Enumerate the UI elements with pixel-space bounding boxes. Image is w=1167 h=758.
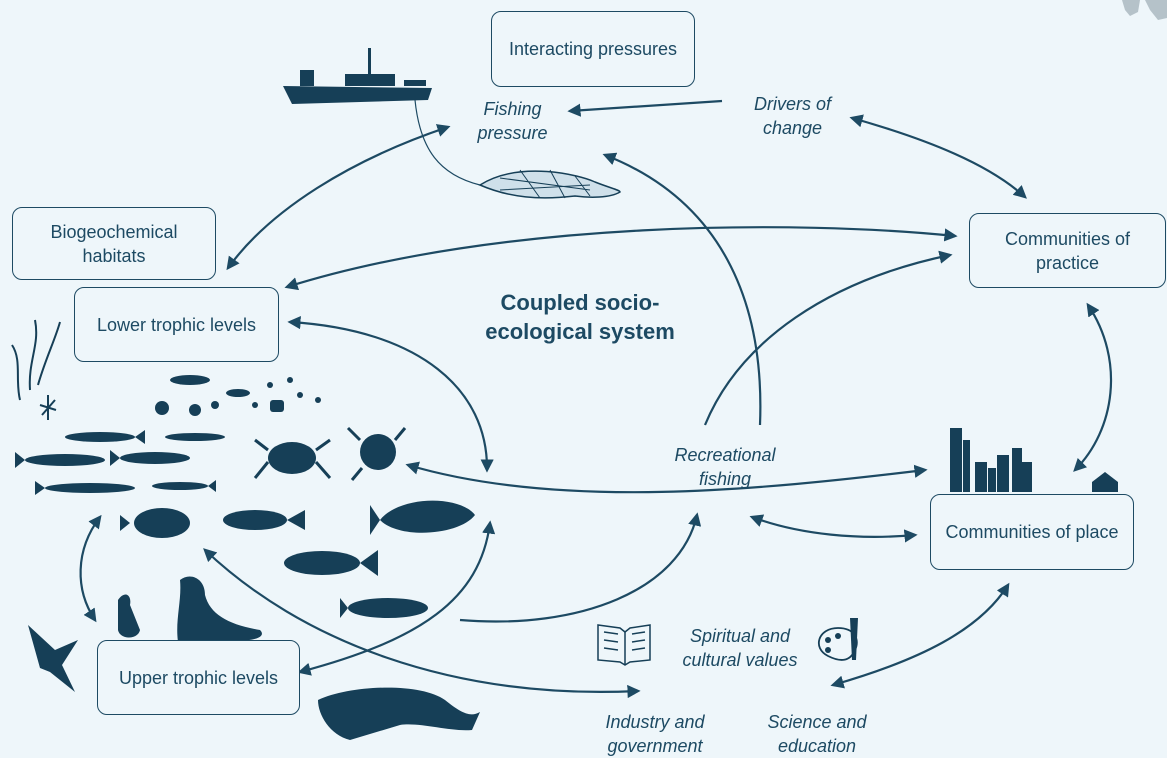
interacting-pressures-box: Interacting pressures [491, 11, 695, 87]
arrow-drivers-practice [849, 114, 1027, 199]
trawl-line [414, 99, 481, 186]
lower-trophic-levels-box: Lower trophic levels [74, 287, 279, 362]
city-skyline-icon [950, 428, 1118, 492]
crab-icon [253, 426, 407, 481]
spiritual-cultural-values-label: Spiritual and cultural values [682, 626, 798, 670]
arrow-lower-center [287, 316, 494, 473]
trawl-net-icon [478, 169, 621, 199]
fishing-vessel-icon [283, 48, 432, 104]
arrow-rec-place [749, 514, 918, 543]
seaweed-icon [11, 319, 61, 420]
arrow-crab-place [405, 461, 928, 494]
arrow-industry-fish [203, 548, 641, 699]
whale-icon [318, 687, 480, 740]
upper-trophic-levels-box: Upper trophic levels [97, 640, 300, 715]
fishing-pressure-label: Fishing pressure [477, 99, 548, 143]
center-title: Coupled socio-ecological system [485, 290, 675, 344]
corner-decoration-icon [1122, 0, 1167, 20]
drivers-of-change-label: Drivers of change [753, 94, 831, 138]
arrow-drivers-to-fishing [567, 99, 723, 117]
communities-of-practice-box: Communities of practice [969, 213, 1166, 288]
arrow-practice-place [1073, 302, 1113, 472]
arrow-rec-to-practice [703, 250, 953, 426]
arrow-upper-fish [297, 520, 496, 676]
arrow-fish-upper [79, 514, 102, 623]
communities-of-place-box: Communities of place [930, 494, 1134, 570]
plankton-icon [155, 375, 321, 441]
industry-government-label: Industry and government [605, 712, 705, 756]
science-education-label: Science and education [767, 712, 867, 756]
paint-palette-icon [817, 618, 858, 661]
sea-lion-icon [177, 576, 262, 642]
arrow-science-place [830, 582, 1010, 689]
open-book-icon [597, 624, 651, 666]
biogeochemical-habitats-box: Biogeochemical habitats [12, 207, 216, 280]
arrow-fish-rec [459, 512, 702, 623]
seabird-icon [28, 594, 140, 692]
recreational-fishing-label: Recreational fishing [674, 445, 776, 489]
fish-icon [15, 430, 475, 618]
arrow-lower-practice [284, 226, 958, 291]
arrow-fishing-biogeochem [226, 124, 451, 271]
arrow-rec-to-fishing [602, 152, 762, 426]
